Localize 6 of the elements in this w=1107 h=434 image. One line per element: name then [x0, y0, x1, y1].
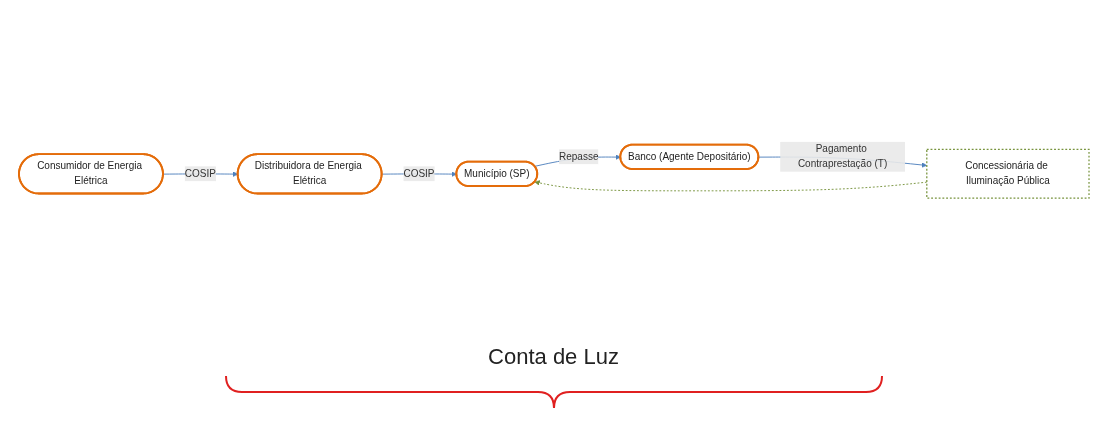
node-box: Concessionária de Iluminação Pública	[925, 148, 1090, 199]
note-text: Conta de Luz	[488, 344, 619, 369]
edge-label: Repasse	[558, 151, 598, 162]
edge-label: COSIP	[402, 168, 435, 179]
edge-label: COSIP	[184, 168, 216, 179]
edge-label: Pagamento Contraprestação (T)	[797, 143, 887, 170]
